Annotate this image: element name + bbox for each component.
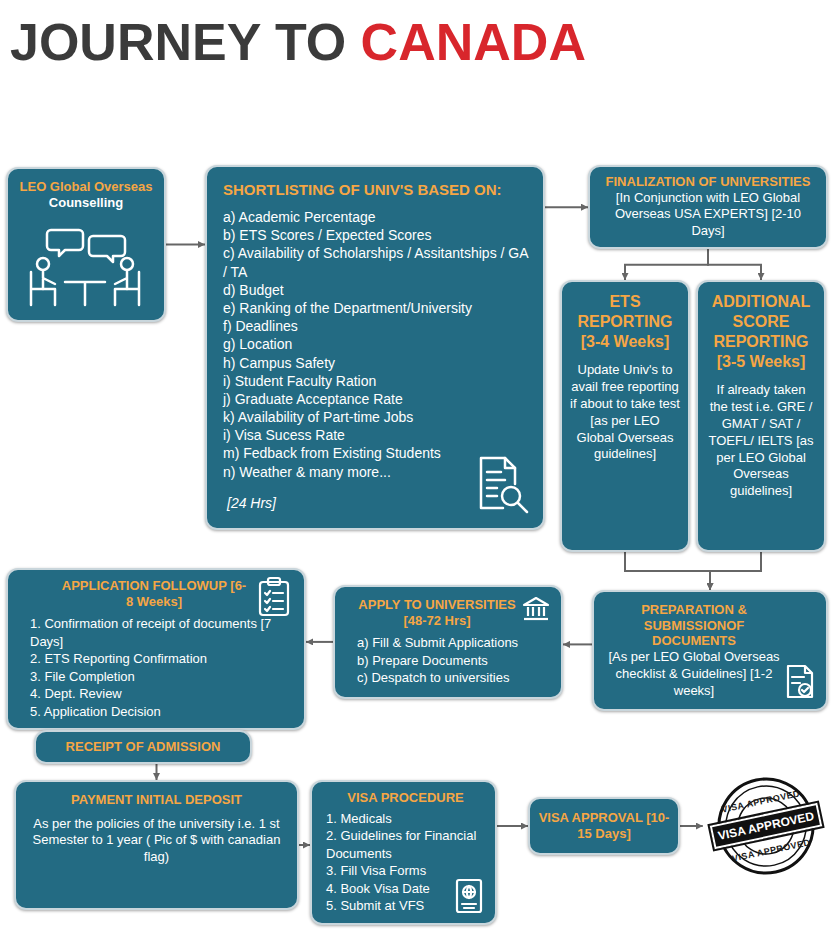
flow-arrow	[306, 641, 333, 643]
box-text: Update Univ's to avail free reporting if…	[570, 362, 680, 463]
list-item: 1. Medicals	[326, 810, 485, 828]
list-item: i) Student Faculty Ration	[223, 372, 531, 390]
process-box: SHORTLISTING OF UNIV'S BASED ON: a) Acade…	[205, 165, 545, 530]
box-heading: ETS REPORTING [3-4 Weeks]	[570, 292, 680, 352]
clipboard-icon	[256, 576, 292, 618]
list-item: c) Despatch to universities	[357, 669, 547, 687]
list-item: g) Location	[223, 335, 531, 353]
list-item: f) Deadlines	[223, 317, 531, 335]
box-heading: VISA APPROVAL [10-15 Days]	[538, 810, 670, 841]
approval-stamp: VISA APPROVEDVISA APPROVEDVISA APPROVED	[703, 766, 829, 886]
list-item: b) ETS Scores / Expected Scores	[223, 226, 531, 244]
flow-arrow	[625, 249, 708, 280]
box-heading: APPLY TO UNIVERSITIES [48-72 Hrs]	[357, 597, 547, 634]
start-box: LEO Global OverseasCounselling	[6, 167, 166, 322]
flow-arrow	[710, 552, 761, 590]
list-item: b) Prepare Documents	[357, 652, 547, 670]
box-heading: LEO Global Overseas	[16, 179, 156, 195]
box-text: Counselling	[16, 195, 156, 211]
list-item: h) Campus Safety	[223, 354, 531, 372]
list-item: m) Fedback from Existing Students	[223, 444, 531, 462]
list-item: 5. Application Decision	[30, 703, 292, 721]
list-item: 4. Dept. Review	[30, 685, 292, 703]
box-heading: APPLICATION FOLLOWUP [6-8 Weeks]	[30, 578, 292, 615]
box-heading: RECEIPT OF ADMISSION	[44, 739, 242, 755]
list-item: 3. Fill Visa Forms	[326, 862, 485, 880]
flow-arrow	[299, 844, 310, 846]
process-box: ETS REPORTING [3-4 Weeks] Update Univ's t…	[560, 280, 690, 552]
box-heading: PAYMENT INITIAL DEPOSIT	[30, 792, 283, 816]
box-heading: ADDITIONAL SCORE REPORTING [3-5 Weeks]	[706, 292, 816, 372]
end-box: VISA APPROVAL [10-15 Days]	[528, 797, 680, 855]
list-item: n) Weather & many more...	[223, 463, 531, 481]
flow-arrow	[497, 825, 528, 827]
counselling-icon	[21, 226, 151, 310]
list-item: c) Availability of Scholarships / Assita…	[223, 244, 531, 280]
flow-arrow	[166, 244, 205, 246]
list-item: a) Academic Percentage	[223, 208, 531, 226]
flow-arrow	[156, 764, 158, 780]
box-text: As per the policies of the university i.…	[30, 816, 283, 867]
box-heading: SHORTLISTING OF UNIV'S BASED ON:	[223, 181, 531, 198]
process-box: ADDITIONAL SCORE REPORTING [3-5 Weeks] If…	[696, 280, 826, 552]
list-item: 4. Book Visa Date	[326, 880, 485, 898]
box-heading: VISA PROCEDURE	[326, 790, 485, 810]
box-heading: PREPARATION & SUBMISSIONOF DOCUMENTS	[606, 602, 782, 649]
flow-arrow	[563, 643, 592, 645]
list-item: d) Budget	[223, 281, 531, 299]
flow-arrow	[545, 206, 588, 208]
box-text: [In Conjunction with LEO Global Overseas…	[600, 190, 816, 241]
process-box: RECEIPT OF ADMISSION	[34, 730, 252, 764]
process-box: APPLICATION FOLLOWUP [6-8 Weeks]1. Confi…	[6, 568, 306, 730]
box-heading: FINALIZATION OF UNIVERSITIES	[600, 174, 816, 190]
process-box: PAYMENT INITIAL DEPOSITAs per the polici…	[14, 780, 299, 910]
process-box: APPLY TO UNIVERSITIES [48-72 Hrs]a) Fill…	[333, 585, 563, 699]
list-item: 2. Guidelines for Financial Documents	[326, 827, 485, 862]
list-item: k) Availability of Part-time Jobs	[223, 408, 531, 426]
box-text: If already taken the test i.e. GRE / GMA…	[706, 382, 816, 500]
list-item: 3. File Completion	[30, 668, 292, 686]
box-text: [As per LEO Global Overseas checklist & …	[606, 649, 782, 700]
box-text: [24 Hrs]	[227, 495, 531, 511]
process-box: FINALIZATION OF UNIVERSITIES[In Conjunct…	[588, 165, 828, 249]
list-item: i) Visa Sucess Rate	[223, 426, 531, 444]
list-item: a) Fill & Submit Applications	[357, 634, 547, 652]
flow-arrow	[625, 552, 710, 590]
list-item: 5. Submit at VFS	[326, 897, 485, 915]
flow-arrow	[680, 825, 703, 827]
document-search-icon	[475, 454, 531, 514]
list-item: e) Ranking of the Department/University	[223, 299, 531, 317]
document-check-icon	[784, 663, 816, 701]
process-box: VISA PROCEDURE1. Medicals2. Guidelines f…	[310, 780, 497, 925]
list-item: 2. ETS Reporting Confirmation	[30, 650, 292, 668]
list-item: j) Graduate Acceptance Rate	[223, 390, 531, 408]
process-box: PREPARATION & SUBMISSIONOF DOCUMENTS[As …	[592, 590, 828, 711]
passport-icon	[453, 877, 485, 915]
list-item: 1. Confirmation of receipt of documents …	[30, 615, 292, 650]
bank-icon	[521, 595, 551, 623]
flow-arrow	[708, 249, 761, 280]
page-title: JOURNEY TO CANADA	[10, 14, 586, 71]
